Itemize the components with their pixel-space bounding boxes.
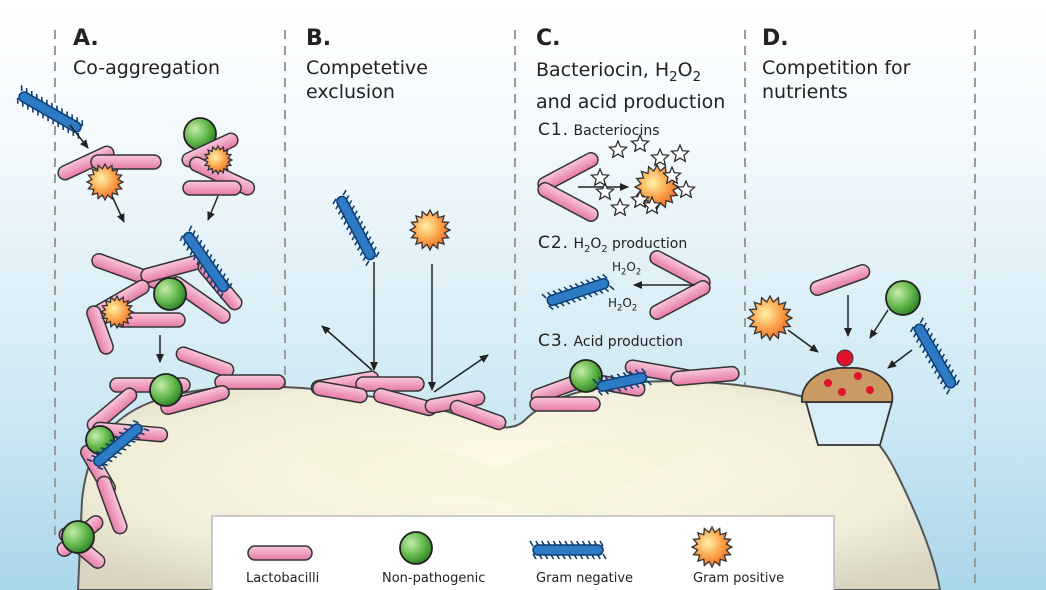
non-pathogenic-cell	[885, 280, 921, 316]
panel-b-title-line2: exclusion	[306, 81, 395, 103]
bacteriocin-star	[594, 181, 616, 201]
gram-positive-cell	[85, 162, 125, 202]
lactobacillus-rod	[160, 385, 230, 415]
lactobacillus-rod	[96, 475, 128, 535]
arrows	[69, 124, 913, 393]
panel-d-letter: D.	[762, 26, 789, 51]
legend-label-gram-negative: Gram negative	[536, 571, 634, 586]
lactobacillus-rod	[175, 346, 235, 378]
lactobacillus-rod	[312, 380, 368, 404]
panel-c-letter: C.	[536, 26, 561, 51]
lactobacillus-rod	[86, 387, 138, 433]
panel-c-title-line1: Bacteriocin, H2O2	[536, 59, 702, 85]
h2o2-label-upper: H2O2	[612, 260, 642, 277]
gram-negative-cell	[86, 419, 150, 471]
cupcake-nutrients-icon	[801, 349, 894, 446]
bacteriocin-star	[641, 195, 663, 215]
non-pathogenic-cell	[569, 359, 603, 393]
legend-box	[211, 515, 835, 590]
non-pathogenic-cell	[153, 277, 187, 311]
lactobacillus-rod	[86, 305, 114, 355]
panel-b-title: Competetive exclusion	[306, 56, 428, 104]
legend-icons	[247, 525, 734, 569]
legend-lactobacilli-icon	[247, 545, 313, 561]
bacteriocin-star	[607, 139, 629, 159]
subpanel-c3: C3. Acid production	[538, 331, 683, 351]
gram-negative-cell	[16, 85, 84, 139]
bacteriocin-star	[609, 197, 631, 217]
non-pathogenic-cell	[61, 520, 95, 554]
panel-c-title: Bacteriocin, H2O2 and acid production	[536, 58, 725, 114]
bacteriocin-star	[661, 165, 683, 185]
lactobacillus-rod	[182, 180, 242, 196]
legend-label-gram-positive: Gram positive	[693, 571, 785, 586]
panel-b-letter: B.	[306, 26, 332, 51]
bacteriocin-star	[589, 167, 611, 187]
gram-positive-cell	[202, 144, 234, 176]
lactobacillus-rod	[809, 264, 871, 296]
gram-positive-cell	[746, 294, 794, 342]
gram-positive-cell	[408, 208, 452, 252]
lactobacillus-rod	[529, 396, 601, 412]
panel-d-title-line2: nutrients	[762, 81, 848, 103]
bacteriocin-star	[675, 179, 697, 199]
legend-non-pathogenic-icon	[399, 531, 433, 565]
gram-negative-cell	[592, 368, 652, 396]
lactobacillus-pair	[537, 152, 599, 222]
lactobacillus-pair	[649, 250, 711, 320]
panel-d-title-line1: Competition for	[762, 57, 911, 79]
gram-negative-cell	[541, 273, 615, 311]
lactobacillus-rod	[670, 365, 740, 387]
bacteriocin-stars	[589, 133, 697, 217]
bacteria-layer	[16, 85, 960, 569]
lactobacillus-rod	[649, 280, 711, 320]
non-pathogenic-cell	[149, 373, 183, 407]
lactobacillus-rod	[355, 376, 425, 392]
gram-negative-cell	[179, 225, 233, 299]
legend-label-lactobacilli: Lactobacilli	[246, 571, 320, 586]
panel-b-title-line1: Competetive	[306, 57, 428, 79]
bacteriocin-star	[629, 133, 651, 153]
subpanel-c2: C2. H2O2 production	[538, 233, 688, 255]
lactobacillus-rod	[214, 374, 286, 390]
lactobacillus-rod	[449, 399, 507, 431]
subpanel-c1: C1. Bacteriocins	[538, 120, 660, 140]
bacteriocin-star	[669, 143, 691, 163]
panel-a-letter: A.	[73, 26, 99, 51]
bacteriocin-star	[649, 147, 671, 167]
legend-gram-negative-icon	[529, 540, 607, 560]
panel-a-title: Co-aggregation	[73, 57, 221, 79]
gram-negative-cell	[332, 189, 380, 267]
h2o2-label-lower: H2O2	[608, 296, 638, 313]
panel-d-title: Competition for nutrients	[762, 56, 910, 104]
legend-label-non-pathogenic: Non-pathogenic	[382, 571, 486, 586]
panel-c-title-line2: and acid production	[536, 90, 726, 113]
legend-gram-positive-icon	[690, 525, 734, 569]
gram-negative-cell	[910, 317, 960, 395]
lactobacillus-rod	[537, 182, 599, 222]
gram-positive-cell	[99, 294, 135, 330]
lactobacillus-rod	[90, 154, 162, 170]
